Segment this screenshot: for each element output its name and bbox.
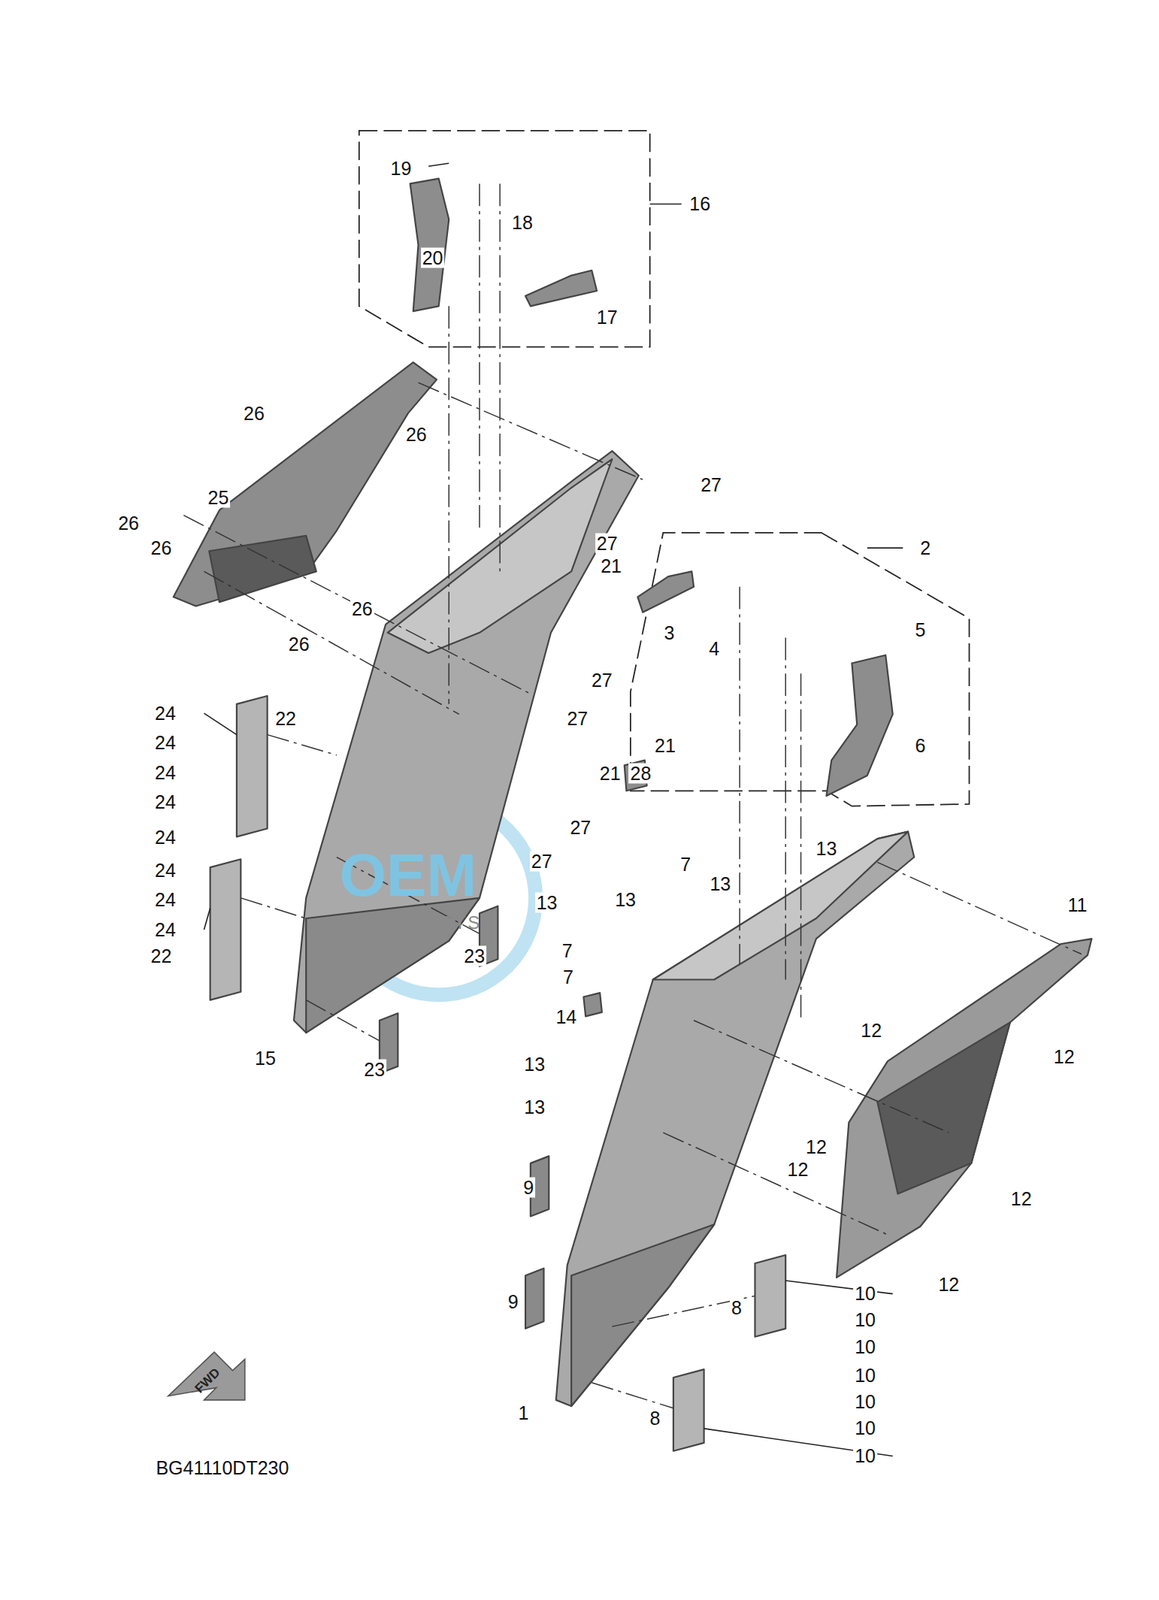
callout-number: 14 [553,1007,578,1028]
callout-number: 19 [389,157,414,179]
callout-number: 24 [153,859,178,881]
callout-number: 13 [613,889,638,911]
callout-number: 27 [595,533,620,554]
callout-number: 24 [153,827,178,848]
callout-number: 21 [599,556,624,577]
callout-number: 22 [149,945,174,966]
callout-number: 24 [153,762,178,783]
callout-number: 21 [598,762,623,784]
callout-number: 8 [729,1298,744,1319]
callout-number: 16 [687,193,712,215]
callout-number: 3 [662,622,676,643]
callout-number: 24 [153,791,178,812]
callout-number: 2 [918,537,933,558]
drawing-code: BG41110DT230 [154,1458,291,1479]
callout-number: 10 [853,1336,878,1357]
callout-number: 23 [362,1059,387,1080]
callout-number: 8 [647,1407,662,1429]
callout-number: 10 [853,1283,878,1305]
callout-number: 26 [287,633,312,654]
callout-number: 7 [561,967,575,988]
callout-number: 27 [529,850,554,872]
callout-number: 5 [913,619,927,640]
callout-number: 26 [149,537,174,558]
callout-number: 24 [153,732,178,754]
callout-number: 10 [853,1392,878,1413]
callout-number: 23 [462,945,487,966]
callout-number: 12 [786,1159,811,1180]
callout-number: 17 [595,307,620,328]
callout-number: 24 [153,919,178,940]
callout-number: 24 [153,889,178,911]
callout-number: 26 [404,424,429,445]
callout-number: 27 [568,817,593,838]
callout-number: 24 [153,702,178,724]
callout-number: 12 [1052,1047,1077,1068]
callout-number: 9 [521,1177,536,1199]
callout-number: 18 [510,211,535,233]
callout-number: 12 [936,1273,961,1295]
callout-number: 27 [590,670,615,691]
callout-number: 13 [708,873,733,894]
callout-number: 9 [506,1292,521,1313]
callout-number: 13 [535,892,560,914]
callout-number: 13 [522,1096,547,1117]
callout-number: 28 [629,762,654,784]
callout-number: 26 [116,513,141,534]
callout-number: 13 [522,1053,547,1075]
callout-number: 7 [560,941,575,962]
callout-number: 10 [853,1310,878,1331]
callout-number: 20 [420,248,445,269]
callout-number: 26 [242,402,267,424]
callout-number: 12 [804,1136,829,1157]
callout-number: 10 [853,1446,878,1467]
callout-number: 10 [853,1418,878,1439]
callout-number: 13 [814,838,839,860]
callout-number: 27 [565,708,590,729]
watermark-logo: OEM [338,844,479,907]
callout-number: 25 [206,487,231,509]
callout-number: 11 [1065,895,1089,916]
callout-number: 15 [253,1047,278,1069]
callout-number: 26 [350,599,375,620]
callout-number: 1 [516,1402,530,1423]
callout-number: 21 [653,735,678,757]
callout-number: 12 [1009,1188,1034,1209]
callout-number: 6 [913,735,927,757]
callout-number: 27 [699,474,724,495]
callout-number: 10 [853,1364,878,1386]
callout-number: 12 [859,1019,884,1041]
callout-number: 22 [273,708,298,729]
callout-number: 7 [678,853,693,875]
callout-number: 4 [707,638,721,660]
watermark-text: MOTORPARTS [332,913,485,933]
